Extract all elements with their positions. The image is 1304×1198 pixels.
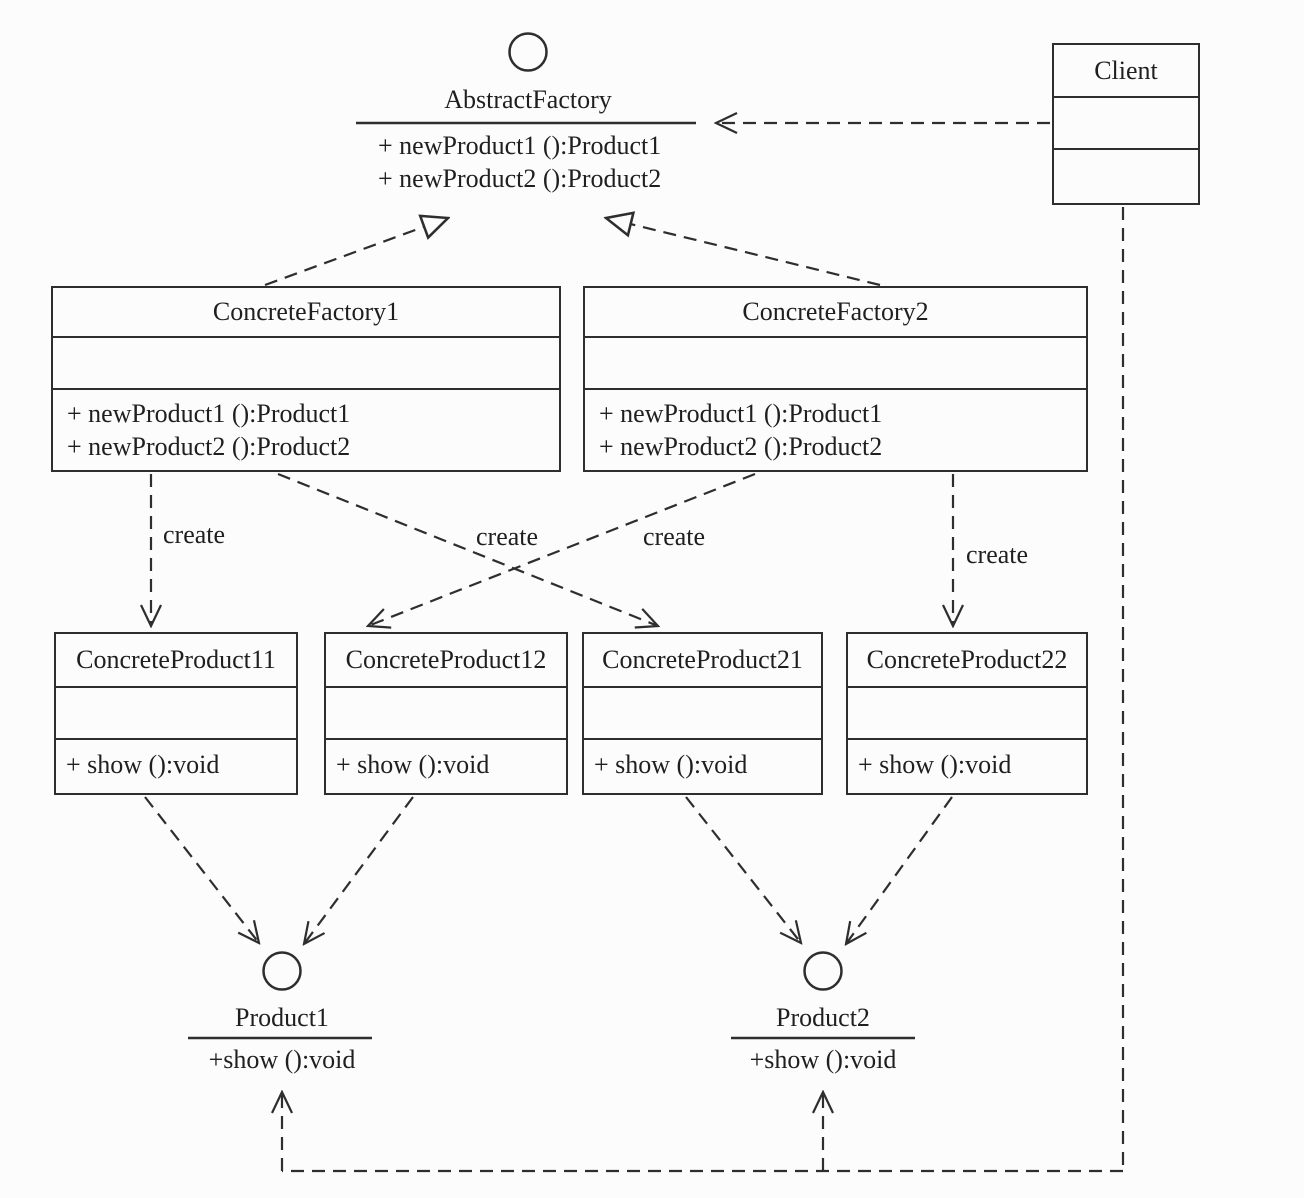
concrete-factory1-title: ConcreteFactory1 <box>212 297 400 326</box>
concrete-product21-operations-compartment: + show ():void <box>584 738 821 789</box>
cp11-realization-arrow <box>144 796 259 943</box>
concrete-product12-method: + show ():void <box>336 750 490 779</box>
concrete-product21-title: ConcreteProduct21 <box>602 645 803 674</box>
concrete-factory2-title: ConcreteFactory2 <box>742 297 929 326</box>
product2-lollipop-icon <box>803 951 843 991</box>
concrete-product12-operations-compartment: + show ():void <box>326 738 566 789</box>
concrete-product11-method: + show ():void <box>66 750 220 779</box>
cp22-realization-arrow <box>846 796 953 944</box>
concrete-product11-attributes-compartment <box>56 686 296 738</box>
cp12-realization-arrow <box>304 796 414 944</box>
concrete-factory1-operations-compartment: + newProduct1 ():Product1 + newProduct2 … <box>53 388 559 468</box>
concrete-factory1-method: + newProduct2 ():Product2 <box>67 432 351 461</box>
concrete-factory2-method: + newProduct2 ():Product2 <box>599 432 883 461</box>
product2-method: +show ():void <box>749 1045 897 1074</box>
client-operations-compartment <box>1054 148 1198 201</box>
client-title: Client <box>1094 56 1158 85</box>
concrete-product22-attributes-compartment <box>848 686 1086 738</box>
abstract-factory-method: + newProduct2 ():Product2 <box>378 164 662 193</box>
class-client: Client <box>1052 43 1200 205</box>
create-label: create <box>643 522 706 551</box>
product1-lollipop-icon <box>262 951 302 991</box>
concrete-product12-title: ConcreteProduct12 <box>345 645 547 674</box>
concrete-product11-title: ConcreteProduct11 <box>76 645 276 674</box>
concrete-product22-method: + show ():void <box>858 750 1012 779</box>
concrete-product12-attributes-compartment <box>326 686 566 738</box>
class-concrete-product11: ConcreteProduct11 + show ():void <box>54 632 298 795</box>
concrete-product22-operations-compartment: + show ():void <box>848 738 1086 789</box>
product1-method: +show ():void <box>208 1045 356 1074</box>
concrete-product11-operations-compartment: + show ():void <box>56 738 296 789</box>
concrete-factory2-operations-compartment: + newProduct1 ():Product1 + newProduct2 … <box>585 388 1086 468</box>
abstract-factory-lollipop-icon <box>508 32 548 72</box>
create-label: create <box>163 520 226 549</box>
cf1-realization-arrow <box>264 218 448 287</box>
concrete-factory2-method: + newProduct1 ():Product1 <box>599 399 883 428</box>
create-label: create <box>476 522 539 551</box>
class-concrete-product21: ConcreteProduct21 + show ():void <box>582 632 823 795</box>
cf1-create-product21-arrow <box>277 472 658 626</box>
concrete-factory2-attributes-compartment <box>585 336 1086 388</box>
concrete-product22-title: ConcreteProduct22 <box>866 645 1068 674</box>
abstract-factory-name: AbstractFactory <box>444 85 612 114</box>
product2-name: Product2 <box>776 1003 870 1032</box>
concrete-product21-method: + show ():void <box>594 750 748 779</box>
class-concrete-factory1: ConcreteFactory1 + newProduct1 ():Produc… <box>51 286 561 472</box>
cp21-realization-arrow <box>685 796 801 943</box>
abstract-factory-method: + newProduct1 ():Product1 <box>378 131 662 160</box>
create-label: create <box>966 540 1029 569</box>
product1-name: Product1 <box>235 1003 329 1032</box>
class-concrete-factory2: ConcreteFactory2 + newProduct1 ():Produc… <box>583 286 1088 472</box>
cf2-create-product12-arrow <box>368 472 756 626</box>
class-concrete-product12: ConcreteProduct12 + show ():void <box>324 632 568 795</box>
concrete-factory1-method: + newProduct1 ():Product1 <box>67 399 351 428</box>
concrete-factory1-attributes-compartment <box>53 336 559 388</box>
cf2-realization-arrow <box>606 218 881 287</box>
class-concrete-product22: ConcreteProduct22 + show ():void <box>846 632 1088 795</box>
client-attributes-compartment <box>1054 96 1198 148</box>
concrete-product21-attributes-compartment <box>584 686 821 738</box>
